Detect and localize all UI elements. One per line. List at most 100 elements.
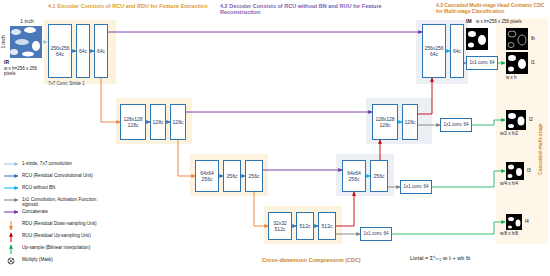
channel-text: 512c (322, 223, 333, 229)
label-text: 1 inch (0, 35, 6, 48)
channel-text: 64c (430, 51, 438, 57)
legend-row: Up-sample (Bilinear interpolation) (22, 245, 110, 250)
label-text: IR (4, 59, 9, 65)
annotation-label: IR (4, 60, 44, 66)
annotation-label: 4.3 Cascaded Multi-stage Head Contains C… (436, 3, 548, 15)
legend-row: RCU without BN (22, 185, 110, 190)
channel-text: 256c (249, 173, 260, 179)
size-text: 256x256 (424, 45, 443, 51)
legend-text: Up-sample (Bilinear interpolation) (22, 245, 90, 250)
legend-text: RCU (Residual Convolutional Unit) (22, 173, 93, 178)
flow-arrow (336, 234, 360, 235)
legend-row: RCU (Residual Convolutional Unit) (22, 173, 110, 178)
channel-text: 1x1 conv, 64 (403, 184, 428, 189)
label-text: w/8 x h/8 (500, 231, 518, 236)
head-output-lines (392, 63, 505, 234)
annotation-label: Cross-dimension Compression (CDC) (262, 257, 392, 263)
annotation-label: w x h (506, 75, 536, 80)
annotation-label: 1 inch (1, 35, 7, 49)
annotation-label: w x h=256 x 256 pixels (476, 19, 548, 24)
label-text: w/4 x h/4 (500, 181, 518, 186)
annotation-label: l1 (531, 60, 545, 66)
input-arrow (43, 42, 47, 43)
channel-text: 64c (453, 48, 461, 54)
flow-arrow (418, 78, 432, 114)
size-text: 128x128 (123, 116, 142, 122)
feature-map-box: 512c (296, 212, 314, 240)
label-text: l1 (531, 59, 535, 65)
label-text: Ltotal = Σ⁴ᵢ₌₁ wᵢ lᵢ + wb lb (410, 255, 470, 261)
annotation-label: 4.1 Encoder Consists of RCU and RDU for … (48, 3, 213, 9)
label-text: l4 (525, 218, 529, 224)
annotation-label: Ltotal = Σ⁴ᵢ₌₁ wᵢ lᵢ + wb lb (410, 255, 548, 261)
label-text: Cascaded multi-stage (537, 123, 543, 175)
channel-text: 128c (380, 122, 391, 128)
flow-arrow (178, 140, 195, 176)
conv-head-box: 1x1 conv, 64 (360, 227, 392, 241)
annotation-label: l3 (527, 168, 537, 174)
flow-arrow (263, 170, 342, 171)
channel-text: 128c (128, 122, 139, 128)
feature-map-box: 256c (370, 160, 388, 192)
size-text: 128x128 (375, 116, 394, 122)
flow-arrow (186, 112, 372, 113)
feature-map-box: 256x25664c (48, 24, 72, 78)
flow-arrow (101, 78, 120, 122)
feature-map-box: 128x128128c (372, 104, 398, 140)
feature-map-box: 64c (450, 24, 464, 78)
channel-text: 128c (173, 119, 184, 125)
annotation-label: l2 (529, 117, 539, 123)
channel-text: 128c (153, 119, 164, 125)
label-text: lb (531, 35, 535, 41)
feature-map-box: 32x32512c (268, 212, 292, 240)
conv-head-box: 1x1 conv, 64 (400, 180, 432, 194)
legend-row: Multiply (Mask) (22, 257, 110, 262)
annotation-label: 1 inch (14, 19, 40, 25)
label-text: w/2 x h/2 (500, 131, 518, 136)
channel-text: 256c (349, 176, 360, 182)
channel-text: 256c (374, 173, 385, 179)
size-text: 256x256 (50, 45, 69, 51)
conv-head-box: 1x1 conv, 64 (440, 118, 472, 132)
channel-text: 1x1 conv, 64 (469, 60, 494, 65)
annotation-label: w/2 x h/2 (500, 131, 540, 136)
annotation-label: w x h=256 x 256 pixels (4, 66, 46, 76)
feature-map-box: 256c (245, 160, 263, 192)
channel-text: 64c (56, 51, 64, 57)
legend-row: 1x1 Convolution, Activation Function: si… (22, 197, 110, 208)
feature-map-box: 64x64256c (195, 160, 219, 192)
label-text: 4.1 Encoder Consists of RCU and RDU for … (48, 3, 208, 9)
decoder-panel (336, 20, 468, 196)
size-text: 32x32 (273, 220, 287, 226)
feature-map-box: 64c (94, 24, 108, 78)
channel-text: 512c (275, 226, 286, 232)
annotation-label: w/8 x h/8 (500, 231, 540, 236)
flow-arrow (380, 140, 381, 160)
feature-map-box: 128c (170, 104, 186, 140)
label-text: 4.2 Decoder Consists of RCU without BN a… (220, 3, 382, 15)
feature-map-box: 512c (318, 212, 336, 240)
legend-text: RDU (Residual Down-sampling Unit) (22, 221, 97, 226)
size-text: 64x64 (347, 170, 361, 176)
flow-arrow (254, 192, 268, 226)
label-text: IM (466, 18, 472, 24)
mask-image (466, 28, 488, 50)
legend-text: 1x1 Convolution, Activation Function: si… (22, 197, 97, 207)
legend-text: Concatenate (22, 209, 48, 214)
legend-row: RDU (Residual Down-sampling Unit) (22, 221, 110, 226)
flow-arrow (108, 32, 422, 33)
annotation-label: 7x7 Conv, Stride 1 (48, 81, 100, 86)
annotation-label: w/4 x h/4 (500, 181, 540, 186)
encoder-panel (44, 20, 342, 244)
annotation-label: 4.2 Decoder Consists of RCU without BN a… (220, 3, 420, 16)
channel-text: 64c (79, 48, 87, 54)
flow-arrow (388, 187, 400, 188)
input-image (10, 26, 42, 58)
legend-row: Concatenate (22, 209, 110, 214)
feature-map-box: 256c (223, 160, 241, 192)
label-text: 7x7 Conv, Stride 1 (48, 81, 85, 86)
annotation-label: IM (466, 19, 476, 25)
legend-row: 1-stride, 7x7 convolution (22, 161, 110, 166)
legend-row: RUU (Residual Up-sampling Unit) (22, 233, 110, 238)
